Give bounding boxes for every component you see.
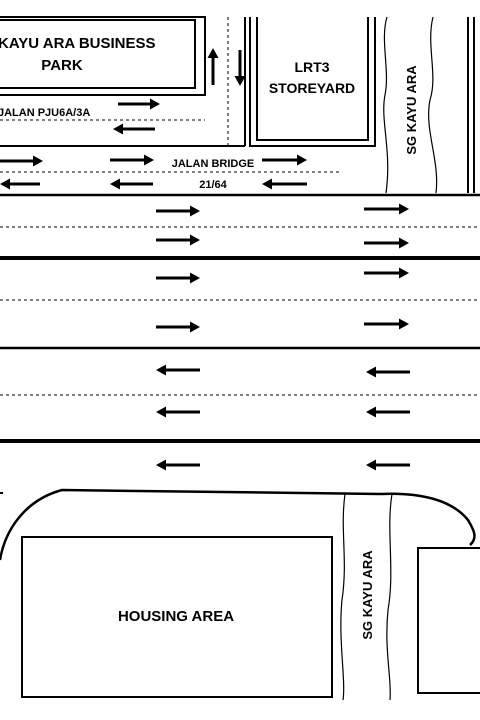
- lrt3-storeyard-block: LRT3 STOREYARD: [249, 17, 376, 147]
- arrow-head: [156, 364, 166, 376]
- direction-arrow-left: [0, 178, 40, 190]
- arrow-head: [399, 237, 409, 249]
- direction-arrow-left: [110, 178, 153, 190]
- jalan-pju-label: JALAN PJU6A/3A: [0, 107, 90, 119]
- direction-arrow-right: [364, 237, 409, 249]
- housing-area-label: HOUSING AREA: [118, 608, 234, 625]
- business-park-label-line2: PARK: [41, 57, 83, 74]
- direction-arrow-down: [234, 50, 246, 86]
- arrow-head: [0, 178, 10, 190]
- bottom-right-block: [417, 547, 480, 694]
- direction-arrow-right: [156, 205, 200, 217]
- direction-arrow-left: [156, 459, 200, 471]
- river-top: SG KAYU ARA: [383, 16, 438, 194]
- direction-arrow-up: [207, 48, 219, 85]
- arrow-head: [144, 154, 154, 166]
- arrow-head: [366, 406, 376, 418]
- direction-arrow-right: [0, 155, 43, 167]
- business-park-label-line1: KAYU ARA BUSINESS: [0, 35, 156, 52]
- sg-kayu-ara-bottom-label: SG KAYU ARA: [360, 550, 375, 640]
- jalan-pju-road: JALAN PJU6A/3A: [0, 94, 245, 147]
- direction-arrow-left: [156, 406, 200, 418]
- direction-arrow-left: [262, 178, 307, 190]
- arrow-head: [110, 178, 120, 190]
- arrow-head: [234, 76, 246, 86]
- arrow-head: [297, 154, 307, 166]
- direction-arrow-left: [366, 459, 410, 471]
- jalan-bridge-label-line1: JALAN BRIDGE: [172, 158, 255, 170]
- lrt3-label-line1: LRT3: [295, 59, 330, 75]
- arrow-head: [190, 205, 200, 217]
- direction-arrow-right: [118, 98, 160, 110]
- river-bottom: SG KAYU ARA: [340, 493, 393, 701]
- direction-arrow-right: [110, 154, 154, 166]
- arrow-head: [156, 459, 166, 471]
- arrow-head: [399, 203, 409, 215]
- sg-kayu-ara-top-label: SG KAYU ARA: [404, 65, 419, 155]
- arrow-head: [207, 48, 219, 58]
- arrow-head: [190, 321, 200, 333]
- jalan-bridge-label-line2: 21/64: [199, 179, 227, 191]
- direction-arrow-right: [364, 267, 409, 279]
- bottom-service-road: [0, 488, 476, 561]
- arrow-head: [399, 318, 409, 330]
- business-park-block: KAYU ARA BUSINESS PARK: [0, 16, 206, 96]
- arrow-head: [262, 178, 272, 190]
- arrow-head: [399, 267, 409, 279]
- direction-arrow-right: [156, 272, 200, 284]
- direction-arrow-right: [156, 321, 200, 333]
- direction-arrow-right: [364, 203, 409, 215]
- access-road-vertical: [204, 17, 246, 146]
- arrow-head: [156, 406, 166, 418]
- arrow-head: [150, 98, 160, 110]
- direction-arrow-right: [364, 318, 409, 330]
- lrt3-label-line2: STOREYARD: [269, 80, 355, 96]
- arrow-head: [190, 272, 200, 284]
- arrow-head: [366, 459, 376, 471]
- direction-arrow-left: [156, 364, 200, 376]
- jalan-bridge-road: JALAN BRIDGE 21/64: [0, 158, 340, 191]
- direction-arrow-right: [156, 234, 200, 246]
- arrow-head: [113, 123, 123, 135]
- arrow-head: [190, 234, 200, 246]
- direction-arrow-left: [366, 366, 410, 378]
- direction-arrow-left: [366, 406, 410, 418]
- arrow-head: [366, 366, 376, 378]
- direction-arrows: [0, 48, 410, 471]
- direction-arrow-left: [113, 123, 155, 135]
- direction-arrow-right: [262, 154, 307, 166]
- housing-area-block: HOUSING AREA: [21, 536, 333, 698]
- main-highway: [0, 193, 480, 443]
- arrow-head: [33, 155, 43, 167]
